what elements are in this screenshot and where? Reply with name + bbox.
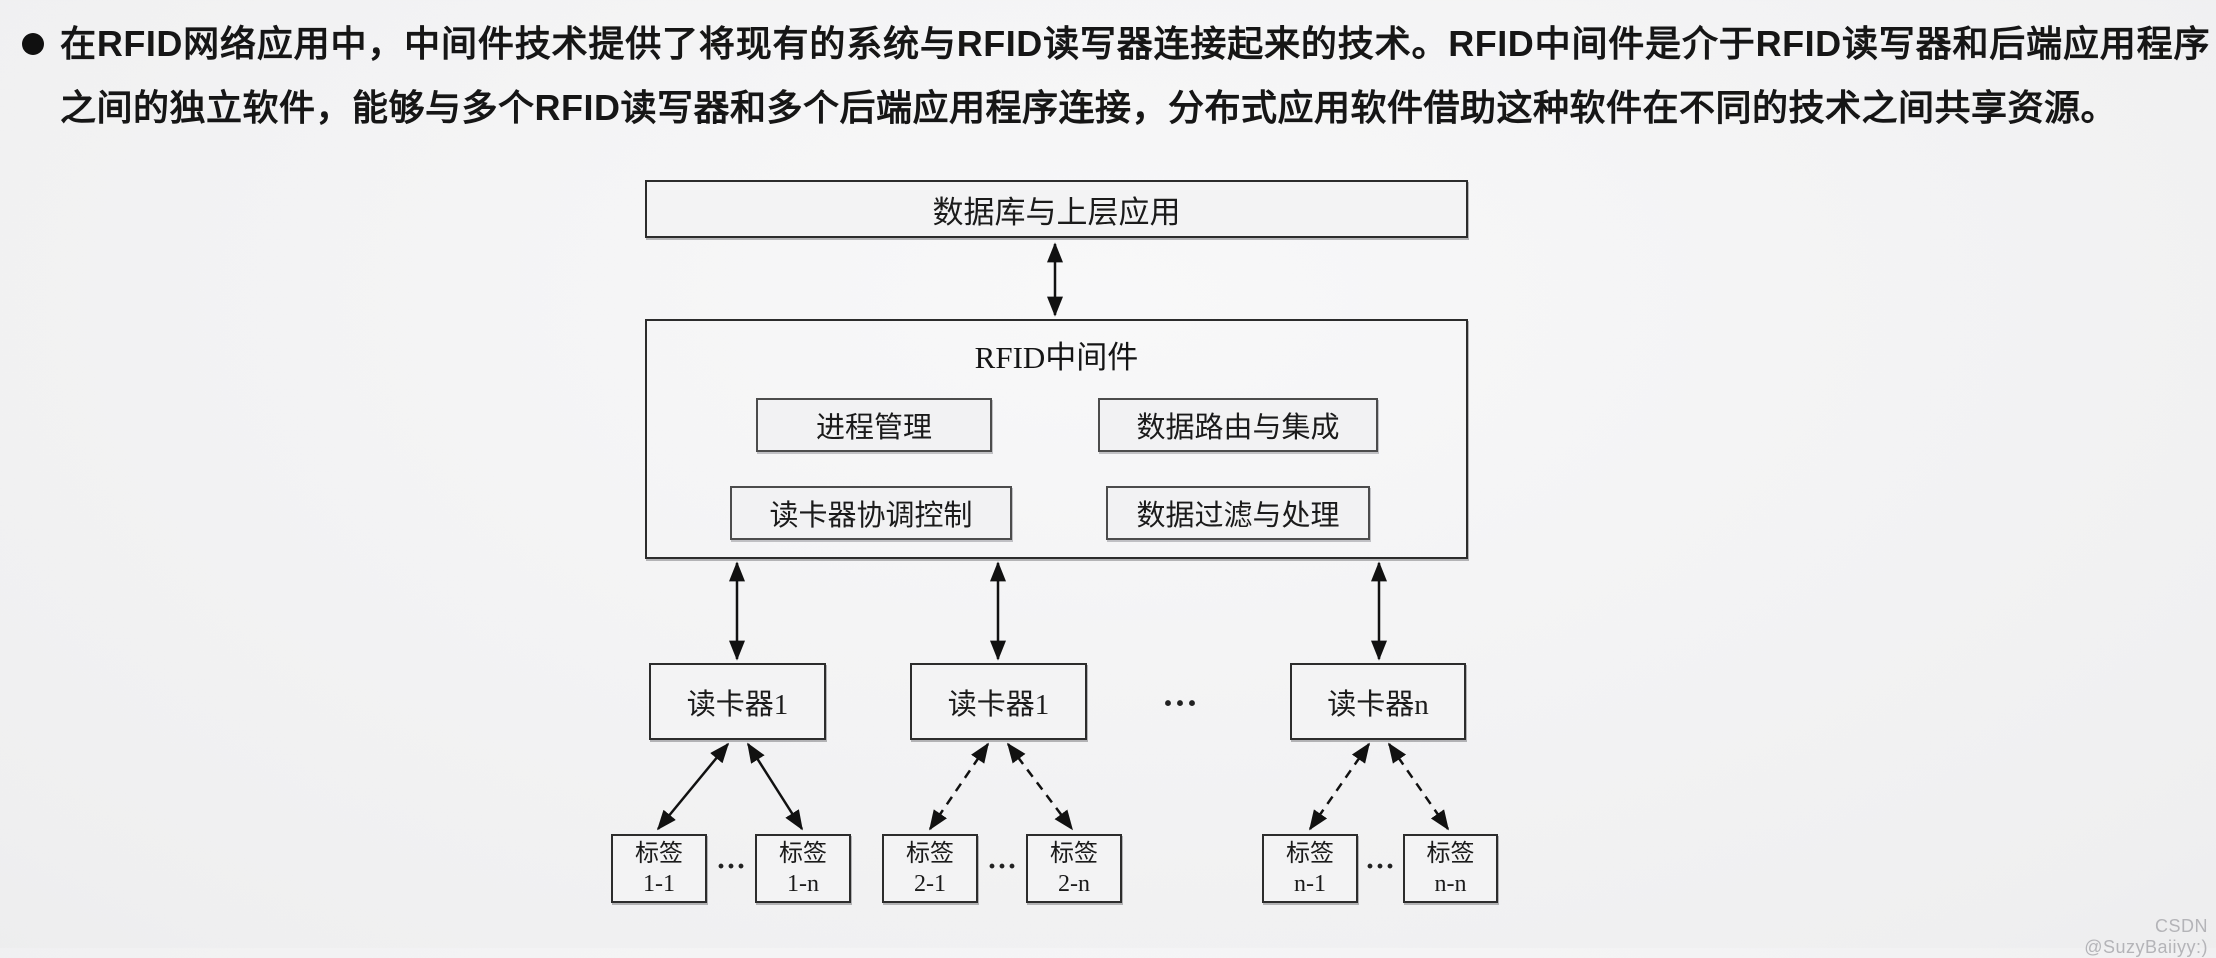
reader-box-n: 读卡器n [1290, 663, 1466, 740]
tag-label: 标签 [1426, 840, 1475, 867]
tag-box-1-1: 标签 1-1 [611, 834, 707, 903]
intro-paragraph: 在RFID网络应用中，中间件技术提供了将现有的系统与RFID读写器连接起来的技术… [22, 12, 2210, 140]
arrow-reader1-tag1-1 [656, 742, 730, 831]
arrow-reader1-tag1-n [746, 742, 804, 831]
tag-ellipsis-1: ··· [715, 850, 746, 883]
reader-box-2: 读卡器1 [910, 663, 1087, 740]
intro-text: 在RFID网络应用中，中间件技术提供了将现有的系统与RFID读写器连接起来的技术… [60, 23, 2210, 128]
watermark: CSDN @SuzyBaiiyy:) [2084, 916, 2208, 957]
database-upper-app-box: 数据库与上层应用 [645, 180, 1468, 238]
tag-ellipsis-2: ··· [986, 850, 1017, 883]
tag-box-2-1: 标签 2-1 [882, 834, 978, 903]
tag-id: 2-1 [914, 870, 946, 897]
tag-ellipsis-n: ··· [1364, 850, 1395, 883]
module-process-management: 进程管理 [756, 398, 992, 452]
tag-box-n-1: 标签 n-1 [1262, 834, 1358, 903]
tag-label: 标签 [779, 840, 827, 867]
module-data-filter-processing: 数据过滤与处理 [1106, 486, 1370, 540]
middleware-title: RFID中间件 [974, 340, 1139, 375]
tag-id: 1-1 [643, 870, 675, 897]
reader-ellipsis: ··· [1161, 683, 1199, 723]
tag-box-n-n: 标签 n-n [1403, 834, 1498, 903]
tag-label: 标签 [906, 840, 954, 867]
module-reader-coordination-control: 读卡器协调控制 [730, 486, 1012, 540]
arrow-reader2-tag2-n [1007, 742, 1073, 831]
tag-box-1-n: 标签 1-n [755, 834, 851, 903]
tag-box-2-n: 标签 2-n [1026, 834, 1122, 903]
tag-id: n-1 [1294, 870, 1326, 897]
arrow-readern-tagn-n [1387, 742, 1450, 831]
tag-id: n-n [1434, 870, 1467, 897]
tag-id: 1-n [787, 870, 819, 897]
middleware-box [645, 319, 1468, 559]
tag-label: 标签 [1050, 840, 1098, 867]
arrow-readern-tagn-1 [1308, 742, 1371, 831]
reader-box-1: 读卡器1 [649, 663, 826, 740]
tag-id: 2-n [1058, 870, 1090, 897]
arrow-reader2-tag2-1 [928, 742, 990, 831]
module-data-routing-integration: 数据路由与集成 [1098, 398, 1378, 452]
tag-label: 标签 [1286, 840, 1334, 867]
bullet-icon [22, 33, 44, 55]
tag-label: 标签 [635, 840, 683, 867]
